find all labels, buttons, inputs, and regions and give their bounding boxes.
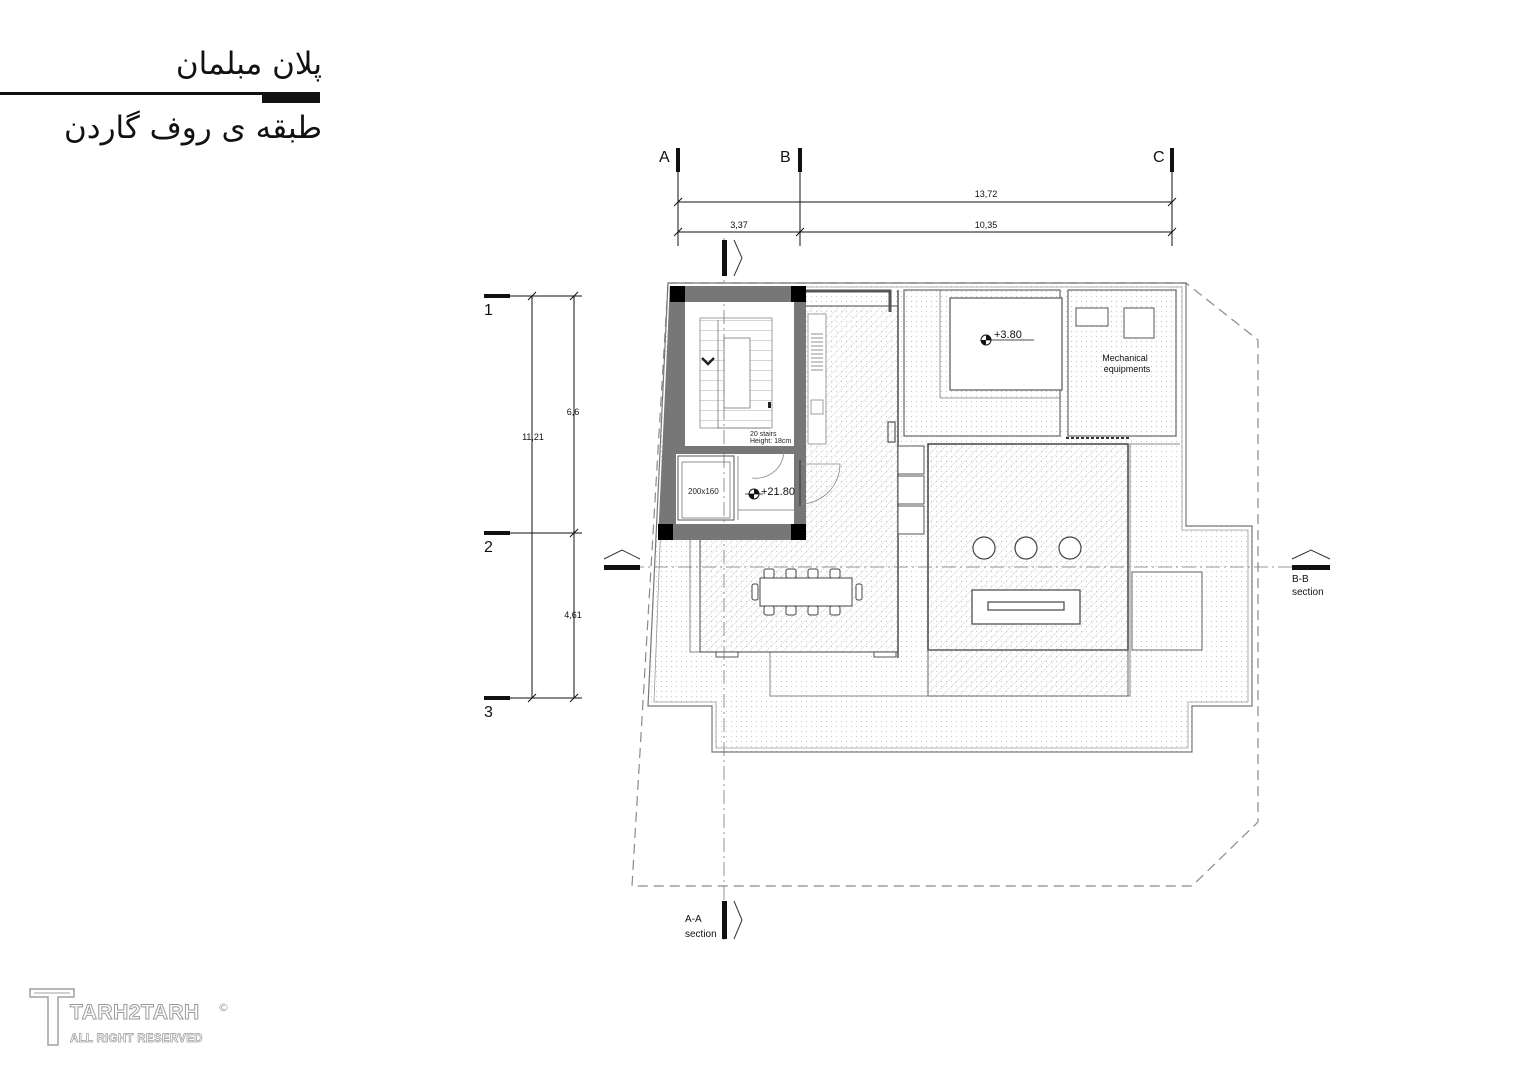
grid-axis-b: B xyxy=(780,149,791,166)
grid-axis-3: 3 xyxy=(484,704,493,721)
title-block: پلان مبلمان طبقه ی روف گاردن xyxy=(0,0,340,170)
floor-subtitle: طبقه ی روف گاردن xyxy=(64,110,322,146)
section-bb-label: B-B xyxy=(1292,574,1309,585)
logo-mark-icon xyxy=(29,988,75,1046)
level-upper: +3.80 xyxy=(994,329,1022,341)
mechanical-label-2: equipments xyxy=(1104,364,1151,374)
grid-axis-a: A xyxy=(659,149,670,166)
level-main: +21.80 xyxy=(761,486,795,498)
dim-total-x: 13,72 xyxy=(975,189,998,199)
grid-axis-2: 2 xyxy=(484,539,493,556)
section-aa-label-2: section xyxy=(685,929,717,940)
dim-span-23: 4,61 xyxy=(564,610,582,620)
level-marker-upper xyxy=(980,334,1034,346)
elevator xyxy=(677,455,735,521)
section-bb-label-2: section xyxy=(1292,587,1324,598)
stairs-note: 20 stairs xyxy=(750,431,777,438)
grid-axis-1: 1 xyxy=(484,302,493,319)
elevator-size: 200x160 xyxy=(688,487,719,496)
grid-axis-c: C xyxy=(1153,149,1165,166)
section-aa-label: A-A xyxy=(685,914,702,925)
logo-tagline: ALL RIGHT RESERVED xyxy=(70,1033,203,1046)
title-rule-accent xyxy=(262,92,320,103)
level-marker-main xyxy=(745,488,763,500)
plan-title: پلان مبلمان xyxy=(175,46,322,82)
copyright-icon: © xyxy=(218,1001,229,1014)
stairs-height-note: Height: 18cm xyxy=(750,438,791,445)
logo-name: TARH2TARH xyxy=(70,1001,200,1025)
dim-span-bc: 10,35 xyxy=(975,220,998,230)
dim-span-12: 6,6 xyxy=(567,407,580,417)
dim-total-y: 11,21 xyxy=(522,432,544,442)
dim-span-ab: 3,37 xyxy=(730,220,748,230)
watermark-logo: TARH2TARH ALL RIGHT RESERVED © xyxy=(28,985,243,1055)
dining-table xyxy=(751,568,863,616)
title-rule xyxy=(0,92,320,95)
mechanical-label: Mechanical xyxy=(1102,353,1148,363)
